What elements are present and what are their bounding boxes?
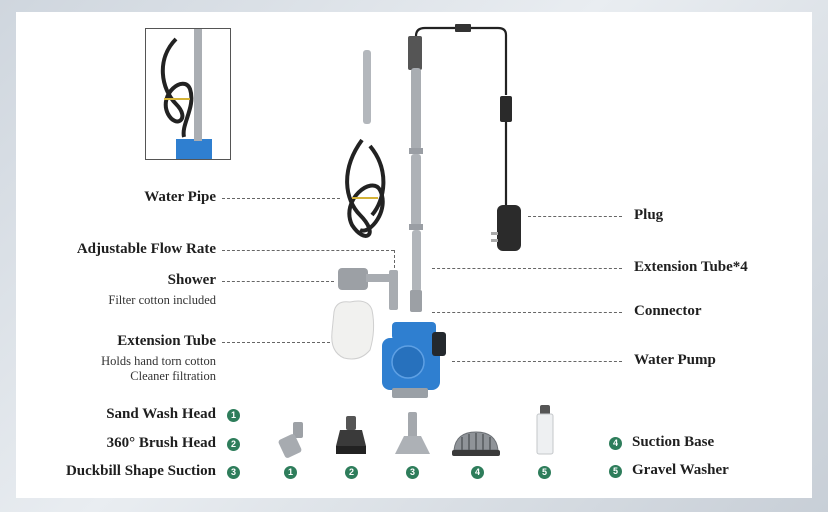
leader-plug	[528, 216, 622, 217]
leader-extension-tube	[222, 342, 330, 343]
accessory-badge-1: 1	[227, 409, 240, 422]
label-shower: Shower	[167, 272, 216, 288]
brush-head	[336, 416, 366, 454]
cable-switch	[500, 96, 512, 122]
shower-part	[338, 268, 368, 290]
cable-plug-end	[408, 36, 422, 70]
filter-cotton	[331, 300, 375, 360]
image-badge-1: 1	[284, 466, 297, 479]
image-badge-2: 2	[345, 466, 358, 479]
leader-water-pump	[452, 361, 622, 362]
label-extension-tube: Extension Tube	[117, 333, 216, 349]
water-pipe-coil	[345, 138, 386, 238]
pump-base	[392, 388, 428, 398]
leader-adjustable-flow-v	[394, 250, 395, 268]
label-extension-tube-4: Extension Tube*4	[634, 259, 748, 275]
label-adjustable-flow-rate: Adjustable Flow Rate	[76, 241, 216, 257]
label-extension-tube-note-2: Cleaner filtration	[130, 369, 216, 383]
accessory-badge-5: 5	[609, 465, 622, 478]
accessory-label-2: 360° Brush Head	[106, 435, 216, 451]
image-badge-5: 5	[538, 466, 551, 479]
single-extension-tube	[363, 50, 371, 124]
label-extension-tube-note-1: Holds hand torn cotton	[101, 354, 216, 368]
sand-wash-head	[278, 422, 303, 458]
extension-tube-top	[411, 68, 421, 150]
image-badge-3: 3	[406, 466, 419, 479]
extension-tube-mid2	[412, 230, 421, 292]
accessory-label-4: Suction Base	[632, 434, 715, 450]
gravel-washer	[536, 405, 554, 455]
label-plug: Plug	[634, 207, 664, 223]
plug-adapter	[497, 205, 521, 251]
suction-base	[452, 431, 500, 456]
duckbill-suction	[395, 412, 430, 454]
leader-shower	[222, 281, 334, 282]
leader-adjustable-flow	[222, 250, 394, 251]
leader-connector	[432, 312, 622, 313]
accessory-badge-4: 4	[609, 437, 622, 450]
extension-tube-mid1	[411, 154, 421, 226]
label-water-pipe: Water Pipe	[144, 189, 216, 205]
power-cable	[414, 26, 508, 205]
leader-extension-tube-4	[432, 268, 622, 269]
accessory-label-3: Duckbill Shape Suction	[65, 463, 216, 479]
label-connector: Connector	[634, 303, 702, 319]
inset-water-pipe-photo	[145, 28, 231, 160]
label-shower-note: Filter cotton included	[108, 293, 216, 307]
accessory-label-1: Sand Wash Head	[106, 406, 216, 422]
pump-top	[392, 322, 436, 340]
leader-water-pipe	[222, 198, 340, 199]
connector-part	[410, 290, 422, 312]
image-badge-4: 4	[471, 466, 484, 479]
accessory-badge-3: 3	[227, 466, 240, 479]
label-water-pump: Water Pump	[634, 352, 716, 368]
cable-connector	[455, 24, 471, 32]
accessory-label-5: Gravel Washer	[632, 462, 729, 478]
accessory-badge-2: 2	[227, 438, 240, 451]
